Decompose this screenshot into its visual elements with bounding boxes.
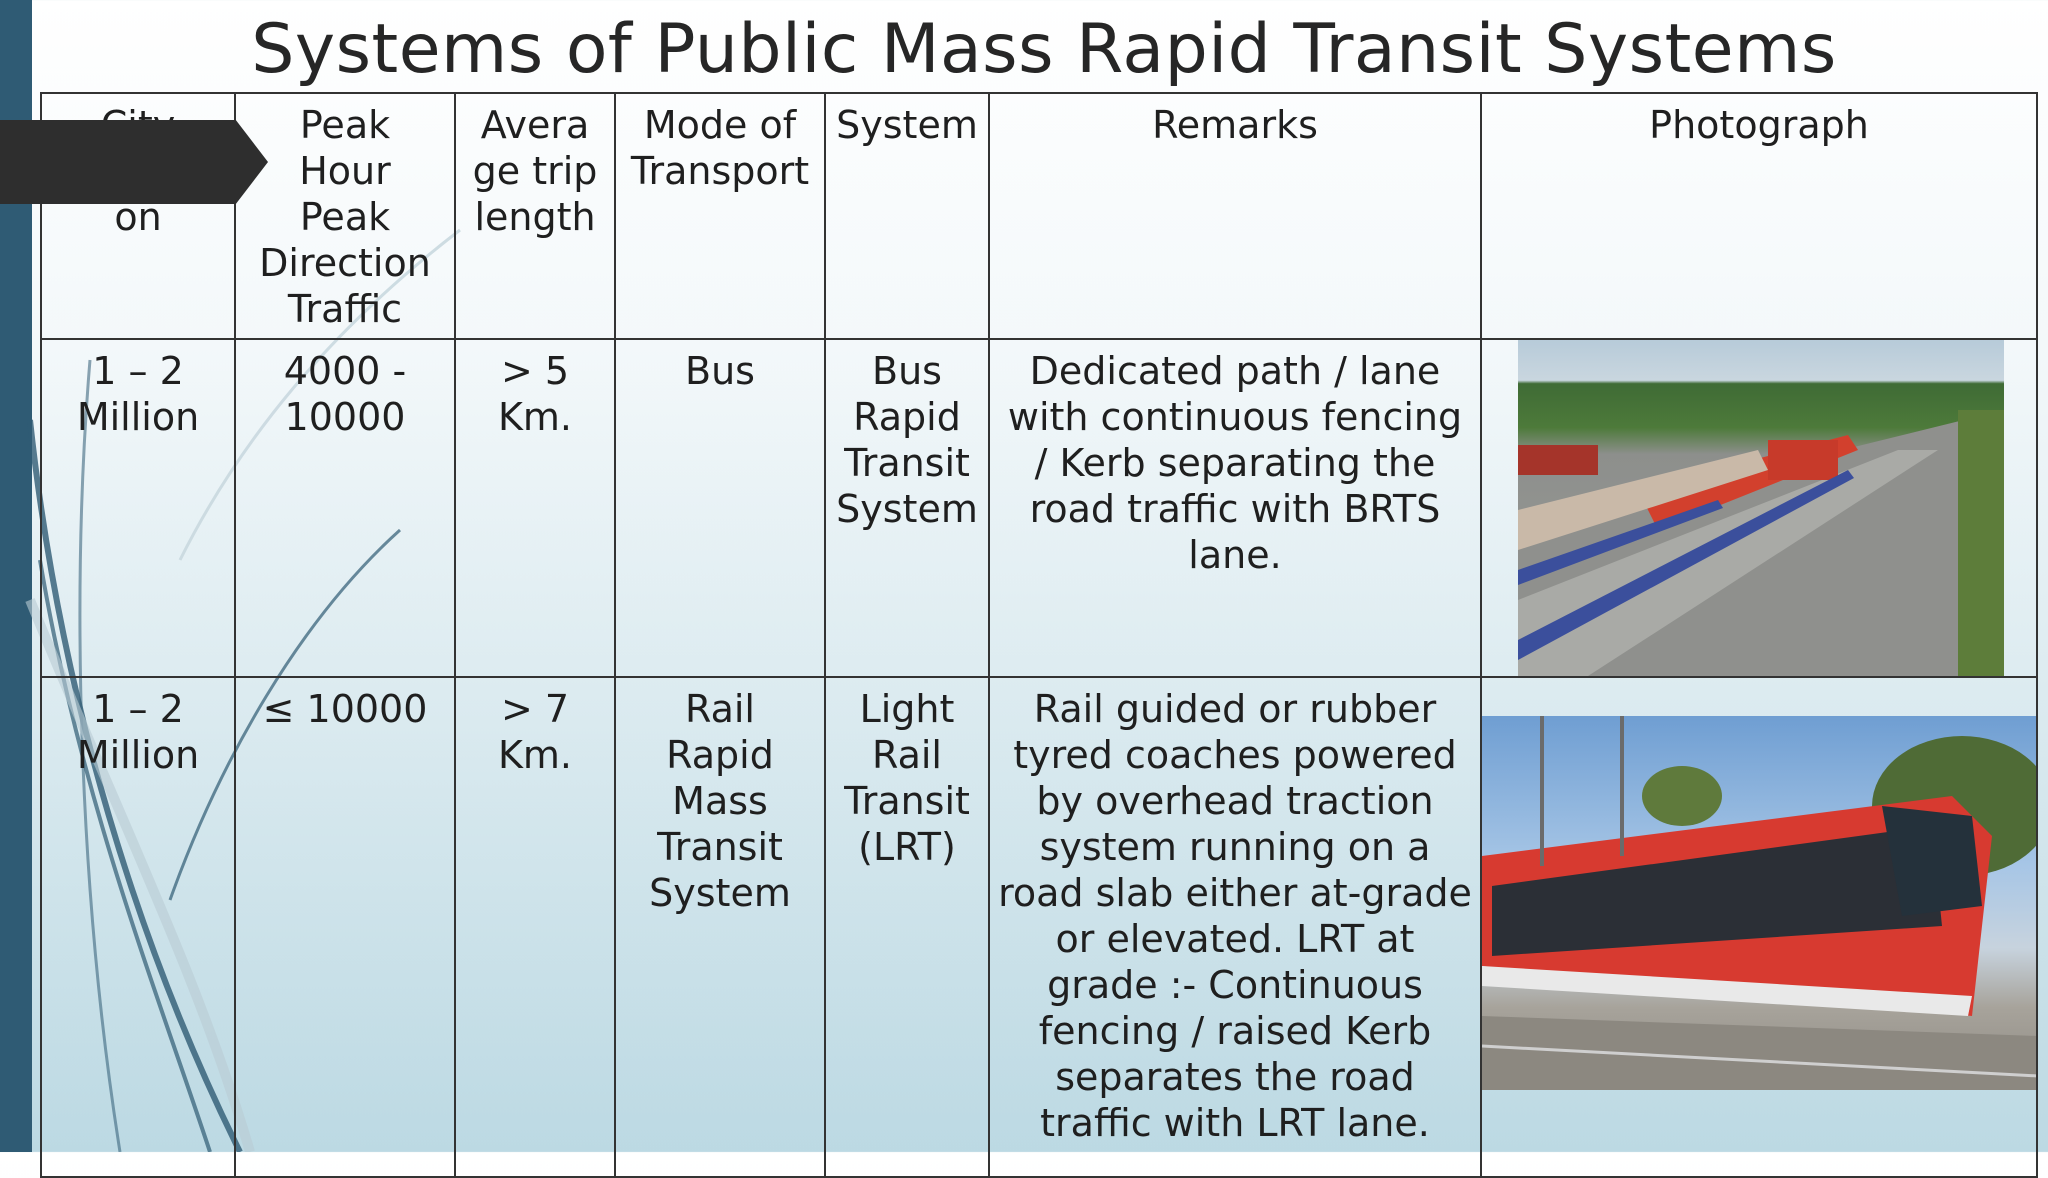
header-trip-length: Avera ge trip length xyxy=(454,92,616,340)
table-header-row: City Populati on Peak Hour Peak Directio… xyxy=(40,92,2038,340)
slide-title: Systems of Public Mass Rapid Transit Sys… xyxy=(251,10,1837,89)
table-row: 1 – 2 Million ≤ 10000 > 7 Km. Rail Rapid… xyxy=(40,676,2038,1178)
cell-remarks: Dedicated path / lane with continuous fe… xyxy=(988,338,1482,678)
cell-photograph xyxy=(1480,338,2038,678)
light-rail-tram-photo xyxy=(1483,716,2035,1090)
bus-rapid-transit-photo xyxy=(1518,341,2004,675)
cell-peak: ≤ 10000 xyxy=(234,676,456,1178)
cell-peak: 4000 - 10000 xyxy=(234,338,456,678)
cell-photograph xyxy=(1480,676,2038,1178)
cell-mode: Bus xyxy=(614,338,826,678)
header-peak-traffic: Peak Hour Peak Direction Traffic xyxy=(234,92,456,340)
cell-remarks: Rail guided or rubber tyred coaches powe… xyxy=(988,676,1482,1178)
header-system: System xyxy=(824,92,990,340)
header-mode: Mode of Transport xyxy=(614,92,826,340)
table-row: 1 – 2 Million 4000 - 10000 > 5 Km. Bus B… xyxy=(40,338,2038,678)
cell-system: Light Rail Transit (LRT) xyxy=(824,676,990,1178)
cell-system: Bus Rapid Transit System xyxy=(824,338,990,678)
cell-mode: Rail Rapid Mass Transit System xyxy=(614,676,826,1178)
transit-systems-table: City Populati on Peak Hour Peak Directio… xyxy=(40,92,2038,1178)
cell-trip: > 5 Km. xyxy=(454,338,616,678)
cell-city: 1 – 2 Million xyxy=(40,676,236,1178)
section-arrow-tag xyxy=(0,120,268,204)
header-remarks: Remarks xyxy=(988,92,1482,340)
cell-city: 1 – 2 Million xyxy=(40,338,236,678)
header-photograph: Photograph xyxy=(1480,92,2038,340)
cell-trip: > 7 Km. xyxy=(454,676,616,1178)
